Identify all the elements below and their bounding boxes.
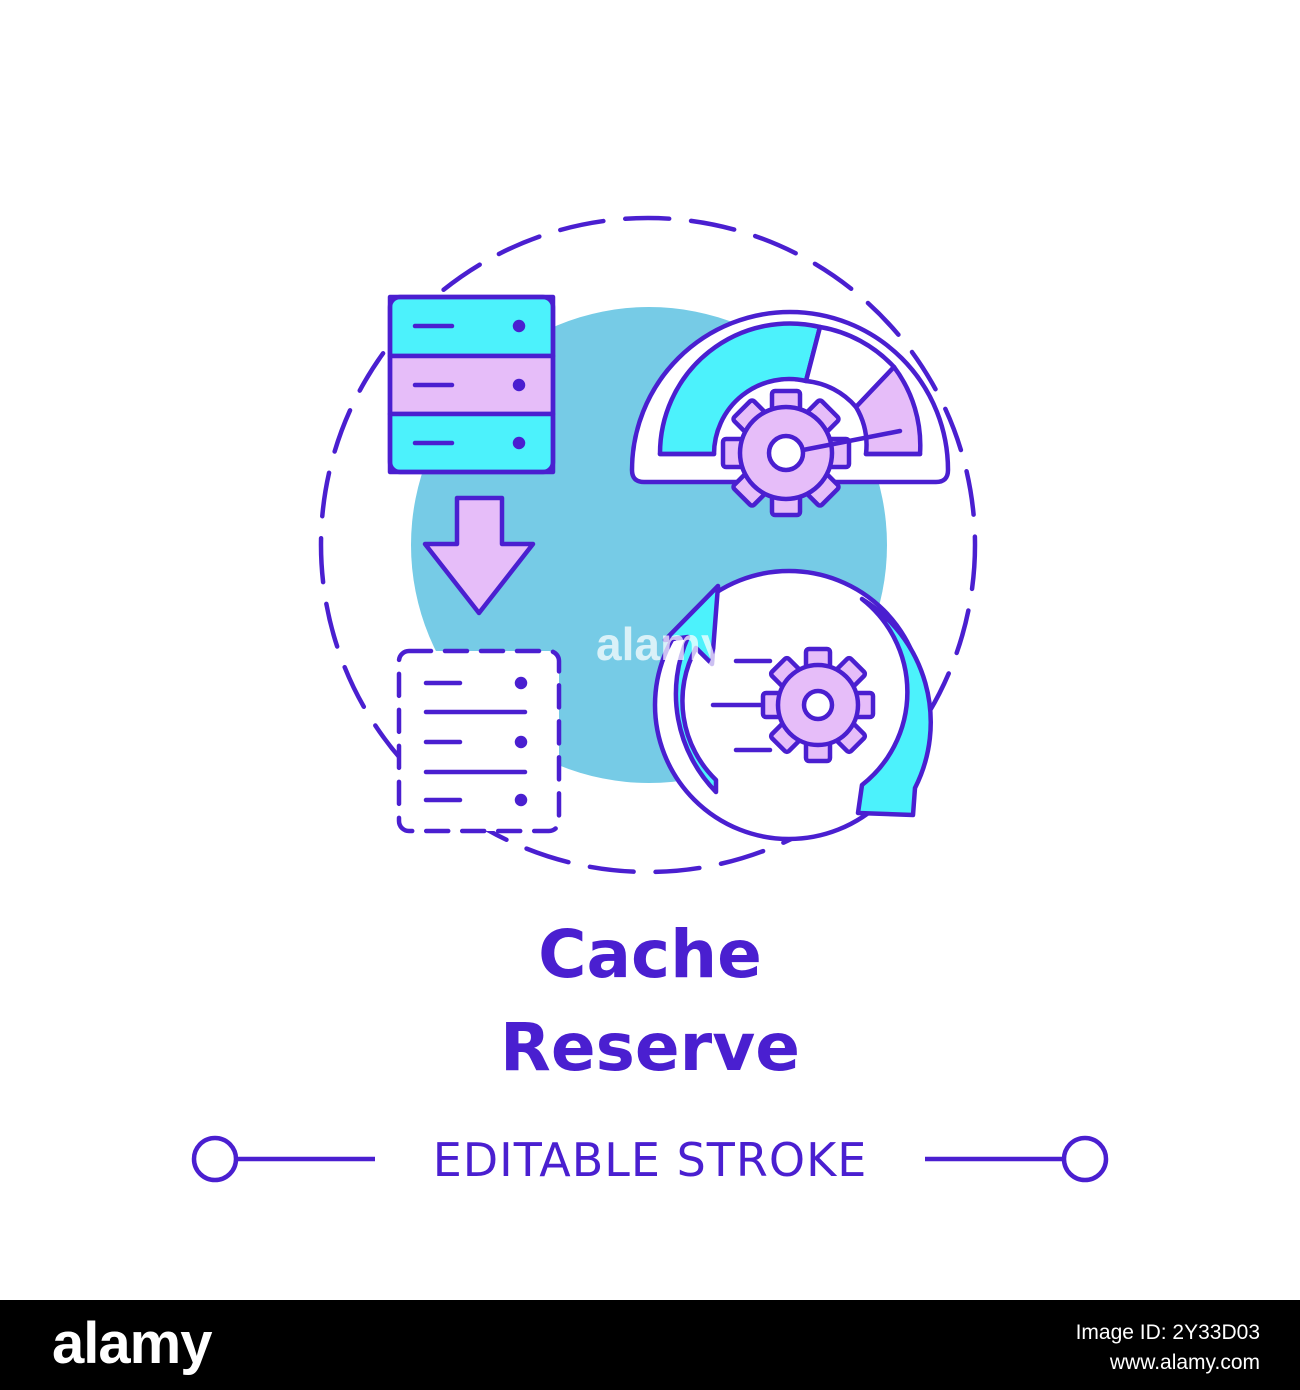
title-line-2: Reserve — [500, 1009, 800, 1086]
image-id: Image ID: 2Y33D03 — [1075, 1321, 1260, 1344]
title-line-1: Cache — [538, 916, 762, 993]
dashed-outer-circle — [318, 215, 978, 875]
stroke-line-decoration — [191, 1135, 1109, 1183]
alamy-logo: alamy — [52, 1311, 212, 1376]
gear-icon — [760, 646, 876, 764]
footer-bar — [0, 1300, 1300, 1390]
watermark: alamy — [596, 618, 727, 670]
server-icon — [387, 294, 556, 475]
gear-icon — [720, 388, 903, 518]
down-arrow-icon — [422, 495, 536, 616]
dashed-server-icon — [396, 648, 562, 834]
footer-url: www.alamy.com — [1109, 1351, 1260, 1374]
editable-stroke-label: EDITABLE STROKE — [432, 1133, 868, 1187]
